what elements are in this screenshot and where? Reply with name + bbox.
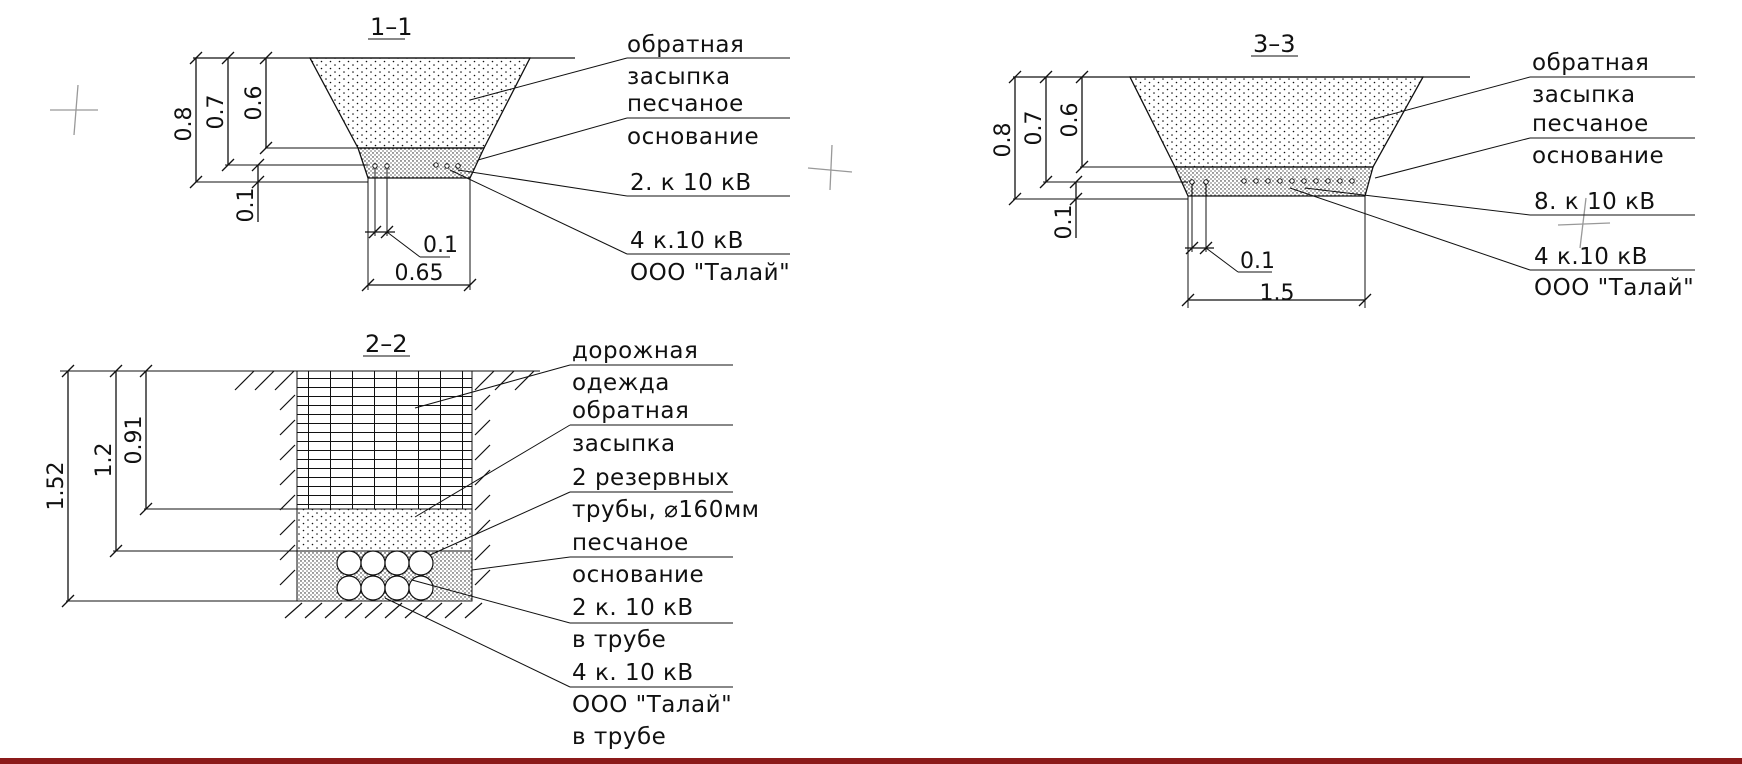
label-1-1-cable-b-owner: ООО "Талай" (630, 260, 790, 286)
backfill-2-2 (296, 508, 473, 552)
label-1-1-sand-b: основание (627, 124, 759, 150)
label-3-3-cable-b-owner: ООО "Талай" (1534, 275, 1694, 301)
section-2-2-title: 2–2 (365, 330, 408, 358)
dim-1-1-total: 0.8 (172, 107, 197, 142)
guide-cross-right (1557, 197, 1611, 249)
dim-1-1-backfill: 0.6 (242, 86, 267, 121)
label-2-2-sand-b: основание (572, 562, 704, 588)
section-3-3: 3–3 0.8 0.7 (991, 30, 1695, 308)
label-2-2-pipes-b: трубы, ⌀160мм (572, 497, 760, 523)
dim-3-3-sand: 0.1 (1052, 205, 1077, 240)
section-1-1-title: 1–1 (370, 13, 413, 41)
label-2-2-sand-a: песчаное (572, 530, 689, 556)
section-2-2: 2–2 (44, 330, 760, 750)
sand-base-1-1 (357, 147, 486, 179)
backfill-1-1 (308, 57, 532, 149)
label-1-1-sand-a: песчаное (627, 91, 744, 117)
label-3-3-backfill-a: обратная (1532, 50, 1649, 76)
cables-3-3 (1189, 178, 1355, 185)
label-3-3-cable-a: 8. к 10 кВ (1534, 189, 1656, 215)
dim-1-1-width: 0.65 (395, 261, 444, 286)
label-1-1-cable-b: 4 к.10 кВ (630, 228, 744, 254)
label-2-2-backfill-b: засыпка (572, 431, 676, 457)
dim-1-1-cable-depth: 0.7 (204, 95, 229, 130)
dim-3-3-spacing: 0.1 (1240, 249, 1275, 274)
bottom-border-band (0, 758, 1742, 764)
dim-2-2-total: 1.52 (44, 462, 69, 511)
label-2-2-cable-a-note: в трубе (572, 627, 666, 653)
label-1-1-backfill-a: обратная (627, 32, 744, 58)
backfill-3-3 (1128, 76, 1425, 168)
label-3-3-backfill-b: засыпка (1532, 82, 1636, 108)
section-3-3-title: 3–3 (1253, 30, 1296, 58)
dim-2-2-pipe-depth: 1.2 (92, 443, 117, 478)
label-3-3-sand-a: песчаное (1532, 111, 1649, 137)
dim-1-1-spacing: 0.1 (423, 233, 458, 258)
dim-3-3-cable-depth: 0.7 (1022, 111, 1047, 146)
dim-2-2-pavement: 0.91 (122, 416, 147, 465)
label-2-2-road-a: дорожная (572, 338, 698, 364)
dim-1-1-sand: 0.1 (234, 188, 259, 223)
pipes-2-2 (336, 550, 434, 601)
label-2-2-pipes-a: 2 резервных (572, 465, 730, 491)
label-2-2-cable-b: 4 к. 10 кВ (572, 660, 694, 686)
section-1-1: 1–1 0.8 0.7 0.6 0.1 (172, 13, 790, 292)
dim-3-3-width: 1.5 (1260, 281, 1295, 306)
label-2-2-cable-b-owner: ООО "Талай" (572, 692, 732, 718)
label-2-2-road-b: одежда (572, 370, 670, 396)
label-1-1-backfill-b: засыпка (627, 64, 731, 90)
guide-cross-middle (807, 144, 853, 191)
dim-3-3-total: 0.8 (991, 123, 1016, 158)
label-2-2-cable-b-note: в трубе (572, 724, 666, 750)
label-2-2-cable-a: 2 к. 10 кВ (572, 595, 694, 621)
label-3-3-sand-b: основание (1532, 143, 1664, 169)
cables-1-1 (372, 162, 461, 169)
label-1-1-cable-a: 2. к 10 кВ (630, 170, 752, 196)
road-pavement-2-2 (296, 370, 473, 510)
dim-3-3-backfill: 0.6 (1058, 103, 1083, 138)
label-3-3-cable-b: 4 к.10 кВ (1534, 244, 1648, 270)
label-2-2-backfill-a: обратная (572, 398, 689, 424)
guide-cross-left (50, 84, 98, 136)
